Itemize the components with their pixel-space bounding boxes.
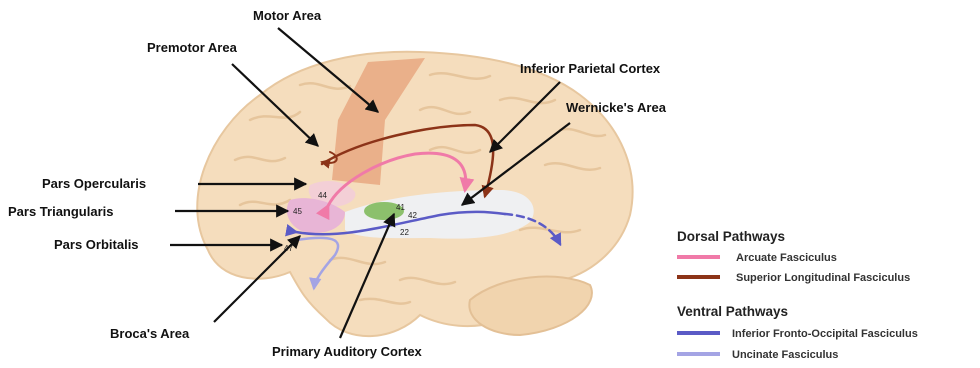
legend-arcuate-label: Arcuate Fasciculus — [736, 252, 837, 264]
area-41-number: 41 — [396, 203, 405, 212]
legend-superior-longitudinal-label: Superior Longitudinal Fasciculus — [736, 272, 910, 284]
legend-inferior-fronto-occipital-label: Inferior Fronto-Occipital Fasciculus — [732, 328, 918, 340]
area-45-number: 45 — [293, 207, 302, 216]
legend-ventral-title: Ventral Pathways — [677, 304, 788, 319]
legend-uncinate-label: Uncinate Fasciculus — [732, 349, 838, 361]
pars-triangularis-label: Pars Triangularis — [8, 204, 114, 219]
premotor-area-label: Premotor Area — [147, 40, 238, 55]
wernickes-area-label: Wernicke's Area — [566, 100, 667, 115]
inferior-parietal-cortex-label: Inferior Parietal Cortex — [520, 61, 661, 76]
legend-dorsal-title: Dorsal Pathways — [677, 229, 785, 244]
area-22-number: 22 — [400, 228, 409, 237]
area-42-number: 42 — [408, 211, 417, 220]
motor-area-label: Motor Area — [253, 8, 322, 23]
pars-orbitalis-label: Pars Orbitalis — [54, 237, 139, 252]
pars-opercularis-label: Pars Opercularis — [42, 176, 146, 191]
brocas-area-label: Broca's Area — [110, 326, 190, 341]
legend: Dorsal Pathways Arcuate Fasciculus Super… — [677, 229, 918, 361]
primary-auditory-cortex-label: Primary Auditory Cortex — [272, 344, 423, 359]
area-44-number: 44 — [318, 191, 327, 200]
